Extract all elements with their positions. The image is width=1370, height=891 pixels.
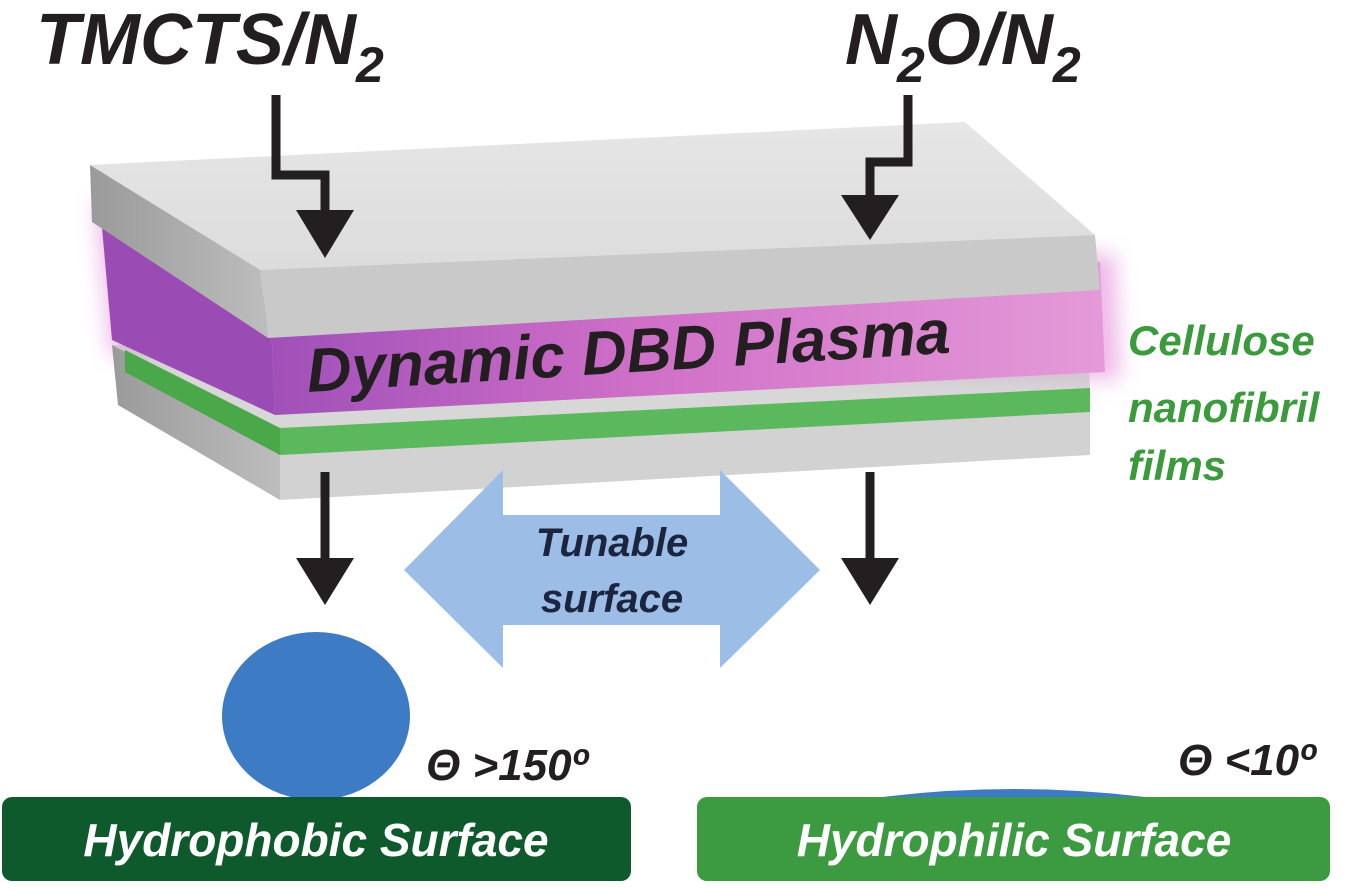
tmcts-main: TMCTS/N	[36, 0, 358, 80]
output-arrowhead-left	[296, 558, 354, 605]
tmcts-subscript: 2	[355, 37, 384, 93]
hydrophilic-surface-label: Hydrophilic Surface	[797, 814, 1232, 866]
film-label-line1: Cellulose	[1128, 317, 1315, 364]
hydrophilic-angle: Θ <10º	[1178, 736, 1317, 785]
input-arrow-right	[865, 95, 913, 198]
hydrophilic-surface-bar	[697, 797, 1330, 881]
tunable-label-line1: Tunable	[536, 521, 689, 565]
tunable-double-arrow	[404, 470, 820, 668]
cellulose-film	[125, 350, 1090, 455]
n2o-sub2: 2	[1052, 37, 1081, 93]
hydrophobic-surface-bar	[2, 797, 631, 881]
input-label-n2o: N2O/N2	[845, 0, 1081, 93]
hydrophobic-surface-label: Hydrophobic Surface	[83, 814, 548, 866]
input-arrowhead-right	[841, 195, 899, 240]
input-arrow-left	[271, 95, 330, 212]
output-arrowhead-right	[841, 558, 899, 605]
hydrophobic-angle: Θ >150º	[426, 741, 590, 790]
input-arrowhead-left	[296, 210, 354, 258]
n2o-n: N	[845, 0, 899, 80]
film-label-line2: nanofibril	[1128, 384, 1321, 431]
hydrophobic-droplet	[222, 632, 410, 800]
input-label-tmcts: TMCTS/N2	[36, 0, 384, 93]
n2o-o-n: O/N	[925, 0, 1055, 80]
tunable-label-line2: surface	[541, 577, 683, 621]
n2o-sub1: 2	[896, 37, 925, 93]
top-electrode	[90, 122, 1100, 338]
film-label-line3: films	[1128, 442, 1226, 489]
